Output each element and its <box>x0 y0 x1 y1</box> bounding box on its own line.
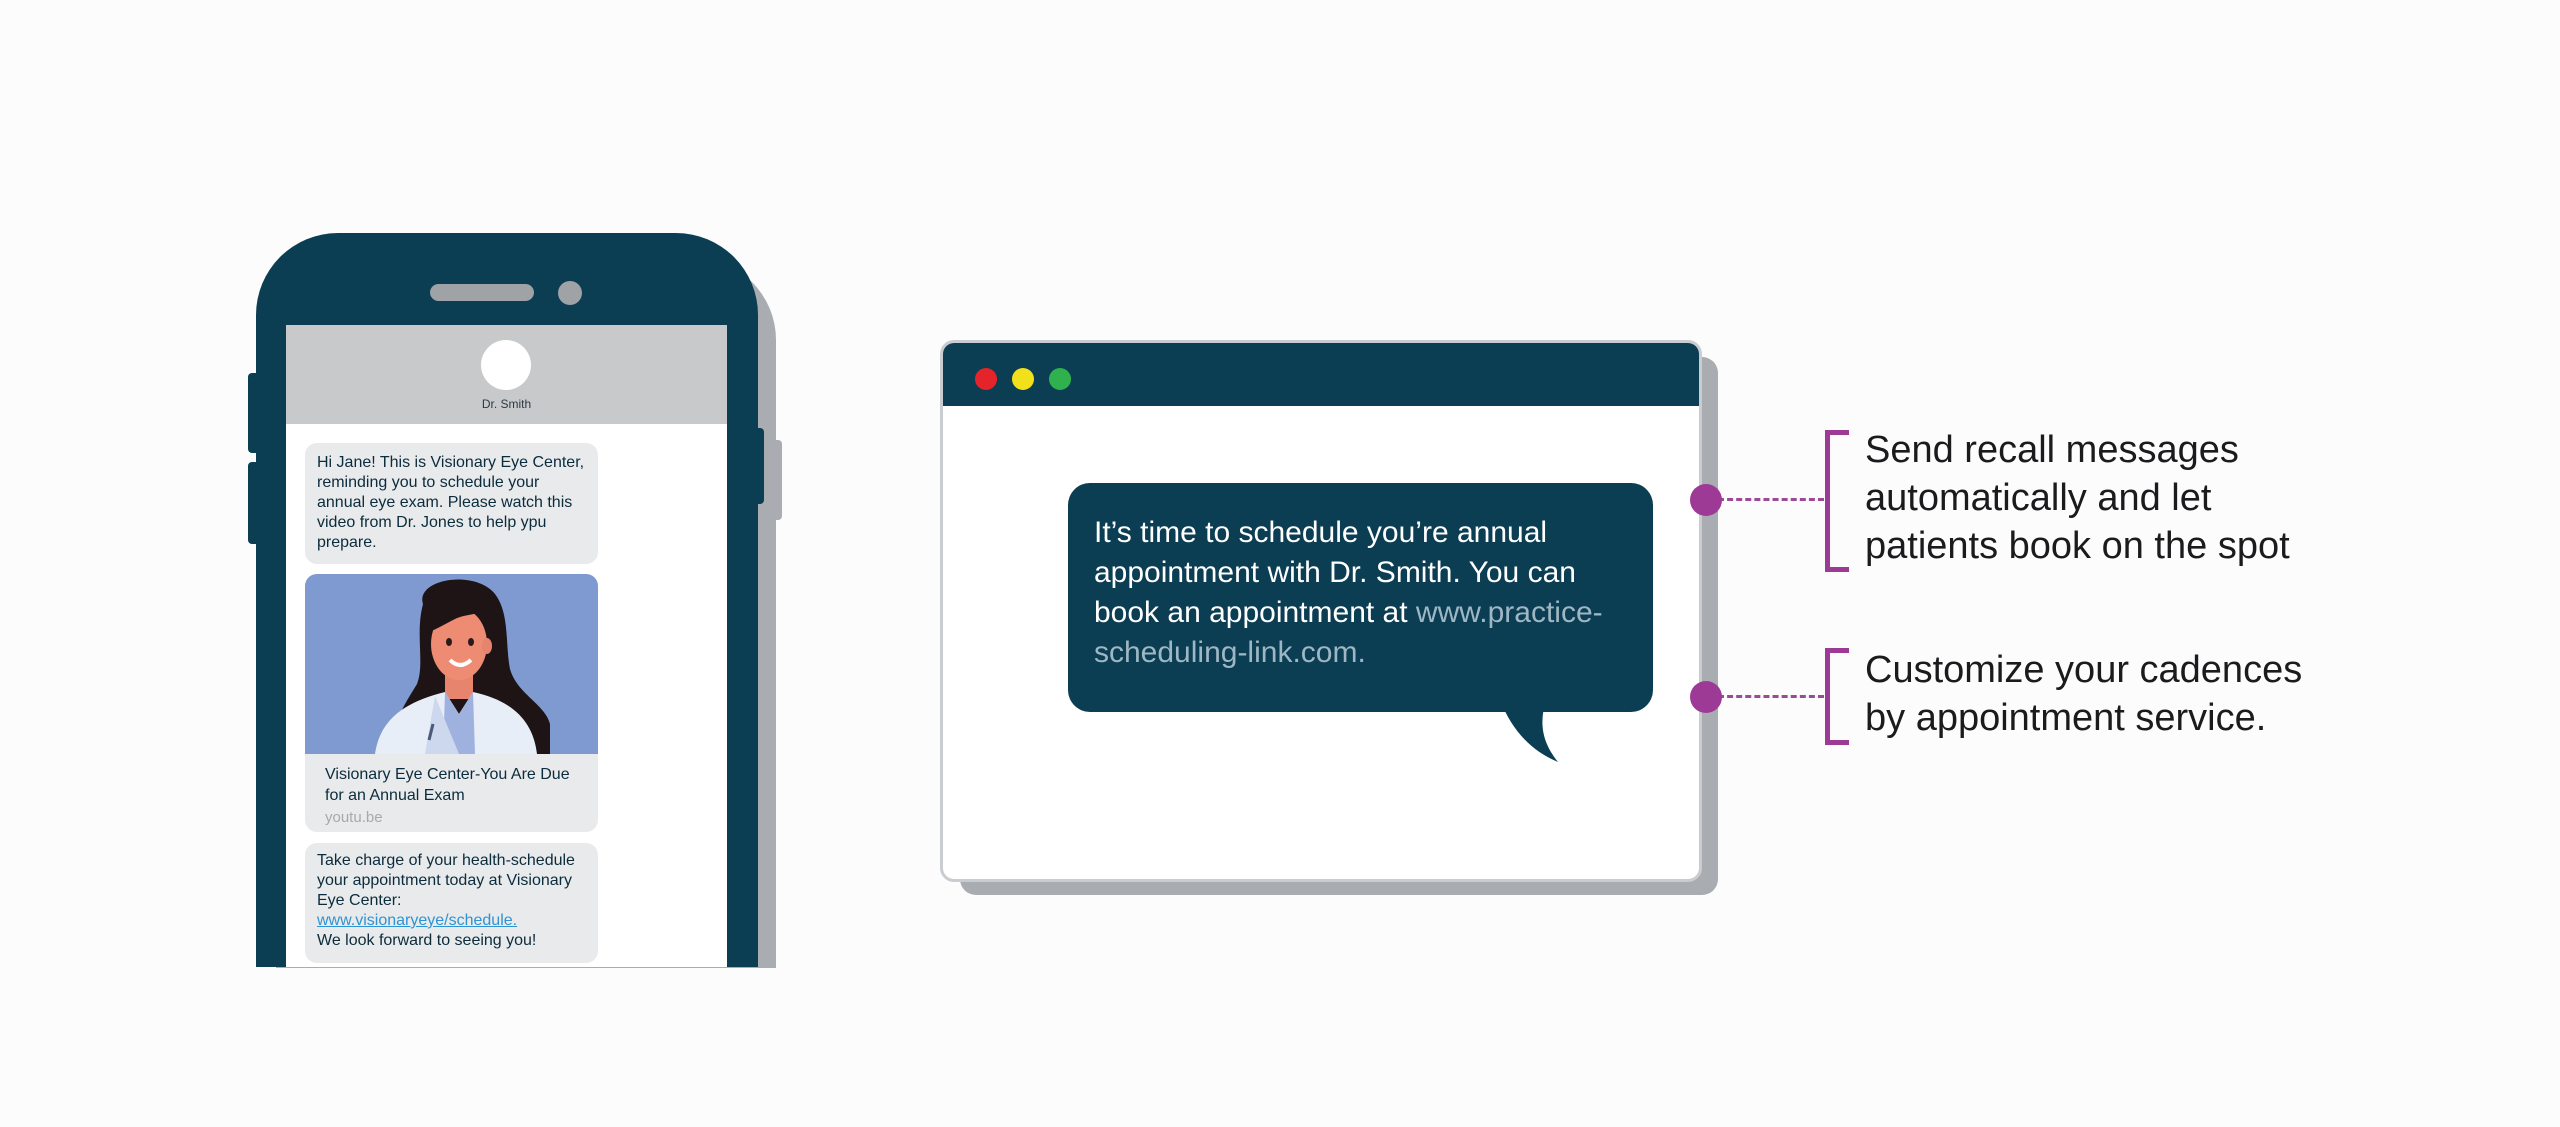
message-text: Take charge of your health-schedule your… <box>317 852 575 909</box>
message-text-container: Take charge of your health-schedule your… <box>317 851 592 951</box>
callout-1-bracket <box>1825 430 1849 572</box>
callout-1-marker-dot <box>1690 484 1722 516</box>
browser-titlebar <box>943 343 1699 406</box>
recall-message-text: It’s time to schedule you’re annual appo… <box>1094 513 1639 673</box>
phone-screen: Dr. Smith Hi Jane! This is Visionary Eye… <box>286 325 727 967</box>
close-window-button[interactable] <box>975 368 997 390</box>
video-link-title[interactable]: Visionary Eye Center-You Are Due for an … <box>325 766 570 804</box>
maximize-window-button[interactable] <box>1049 368 1071 390</box>
scheduling-link[interactable]: www.practice-scheduling-link.com. <box>1094 596 1603 669</box>
contact-name: Dr. Smith <box>481 397 532 411</box>
callout-2-bracket <box>1825 648 1849 745</box>
callout-2-dashed-line <box>1718 695 1824 698</box>
conversation-header: Dr. Smith <box>286 325 727 424</box>
message-bubble-schedule: Take charge of your health-schedule your… <box>305 843 598 963</box>
video-link-domain: youtu.be <box>325 809 383 826</box>
callout-2-marker-dot <box>1690 681 1722 713</box>
phone-side-button-shadow <box>770 440 782 520</box>
schedule-link[interactable]: www.visionaryeye/schedule. <box>317 912 518 929</box>
phone-camera <box>558 281 582 305</box>
message-closing-text: We look forward to seeing you! <box>317 932 537 949</box>
message-text: Hi Jane! This is Visionary Eye Center, r… <box>317 454 585 551</box>
callout-2-text: Customize your cadences by appointment s… <box>1865 649 2303 739</box>
recall-message-bubble: It’s time to schedule you’re annual appo… <box>1068 483 1653 712</box>
speech-bubble-tail <box>1500 700 1558 762</box>
video-thumbnail[interactable] <box>305 574 598 754</box>
message-bubble-video-link[interactable]: Visionary Eye Center-You Are Due for an … <box>305 574 598 832</box>
message-bubble-reminder: Hi Jane! This is Visionary Eye Center, r… <box>305 443 598 564</box>
doctor-illustration <box>375 579 550 754</box>
recall-message-body: It’s time to schedule you’re annual appo… <box>1094 516 1576 629</box>
phone-speaker <box>430 284 534 301</box>
callout-1-dashed-line <box>1718 498 1824 501</box>
contact-avatar[interactable] <box>481 340 531 390</box>
callout-1-text: Send recall messages automatically and l… <box>1865 429 2290 567</box>
minimize-window-button[interactable] <box>1012 368 1034 390</box>
